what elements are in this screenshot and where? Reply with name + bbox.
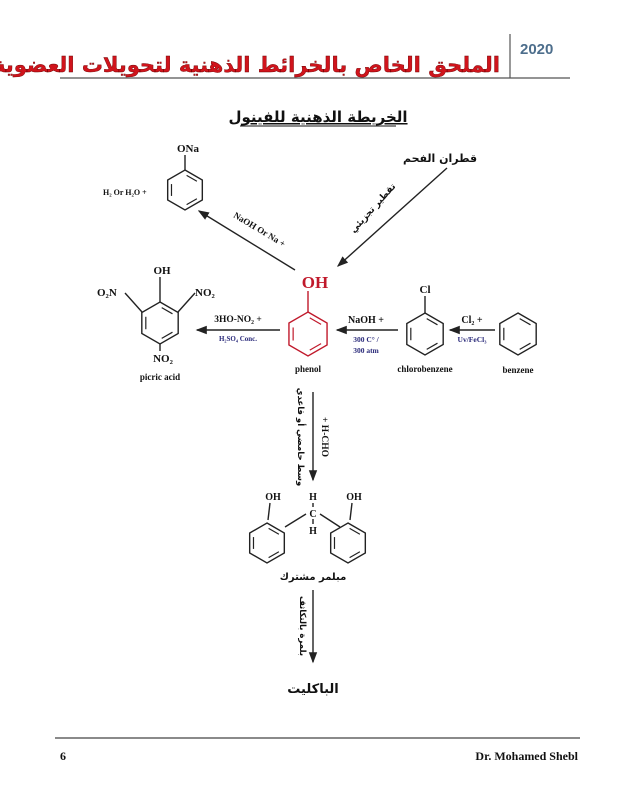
benzene-label: benzene bbox=[503, 365, 534, 375]
chlorine-reagent: Cl₂ + bbox=[461, 315, 482, 326]
phenoxide-ring-double-bond bbox=[186, 198, 198, 206]
chlorobenzene-label: chlorobenzene bbox=[397, 364, 452, 374]
c-ring-bond-right bbox=[319, 513, 341, 528]
condensation-label: بلمرة بالتكاثف bbox=[297, 596, 307, 656]
phenol-ring bbox=[288, 311, 328, 357]
copolymer-right-ring-double-bond bbox=[349, 527, 361, 535]
chlorobenzene-ring-double-bond bbox=[426, 342, 438, 350]
phenol-ring-double-bond bbox=[309, 317, 322, 325]
copolymer-right-ring-double-bond bbox=[349, 551, 361, 559]
picric-acid-label: picric acid bbox=[140, 372, 180, 382]
page-number: 6 bbox=[60, 749, 66, 763]
chloro-reagent: NaOH + bbox=[348, 315, 384, 326]
oh-bond-left bbox=[267, 502, 271, 521]
picric-ring-double-bond bbox=[161, 331, 173, 339]
phenol-oh-group: OH bbox=[302, 273, 328, 292]
chlorobenzene-ring bbox=[406, 312, 444, 356]
uv-catalyst: Uv/FeCl₃ bbox=[458, 335, 488, 344]
picric-oh: OH bbox=[153, 265, 171, 277]
chloro-group: Cl bbox=[420, 284, 431, 296]
pressure-condition: 300 atm bbox=[353, 346, 379, 355]
chlorobenzene-ring-double-bond bbox=[426, 318, 438, 326]
oh-bond-right bbox=[349, 502, 353, 521]
page-subtitle: الخريطة الذهنية للفينول bbox=[228, 108, 407, 126]
copolymer-left-ring-double-bond bbox=[268, 551, 280, 559]
benzene-ring bbox=[499, 312, 537, 356]
phenoxide-ring bbox=[166, 169, 204, 211]
phenol-ring-double-bond bbox=[309, 343, 322, 351]
picric-bottom-no2: NO₂ bbox=[153, 353, 174, 365]
side-product-label: H₂ Or H₂O + bbox=[103, 188, 147, 197]
sulfuric-catalyst: H₂SO₄ Conc. bbox=[219, 335, 257, 343]
year-label: 2020 bbox=[520, 41, 553, 58]
copolymer-carbon: C bbox=[309, 509, 316, 520]
medium-label: وسط حامضي أو قاعدي bbox=[295, 388, 307, 487]
copolymer-label: مبلمر مشترك bbox=[280, 572, 347, 583]
picric-right-bond bbox=[177, 292, 196, 313]
distillation-label: تقطير تجزيئي bbox=[349, 182, 398, 235]
document-title: الملحق الخاص بالخرائط الذهنية لتحويلات ا… bbox=[0, 53, 500, 77]
formaldehyde-reagent: + H-CHO bbox=[319, 417, 329, 457]
bakelite-label: الباكليت bbox=[287, 682, 338, 697]
ona-group: ONa bbox=[177, 143, 200, 155]
benzene-ring-double-bond bbox=[519, 342, 531, 350]
c-ring-bond-left bbox=[284, 513, 307, 528]
nitric-reagent: 3HO-NO₂ + bbox=[214, 315, 262, 325]
copolymer-h-bottom: H bbox=[309, 526, 317, 537]
copolymer-left-ring bbox=[248, 522, 286, 564]
phenol-label: phenol bbox=[295, 364, 322, 374]
picric-ring-double-bond bbox=[161, 307, 173, 315]
author-name: Dr. Mohamed Shebl bbox=[475, 749, 578, 763]
picric-right-no2: NO₂ bbox=[195, 287, 216, 299]
copolymer-oh-right: OH bbox=[346, 492, 362, 503]
arrow-coal-tar-to-phenol bbox=[336, 167, 448, 267]
picric-ring bbox=[141, 301, 179, 345]
phenoxide-ring-double-bond bbox=[186, 174, 198, 182]
arrow-phenol-to-phenoxide bbox=[197, 210, 296, 271]
picric-left-bond bbox=[124, 292, 143, 313]
copolymer-oh-left: OH bbox=[265, 492, 281, 503]
temperature-condition: 300 C° / bbox=[353, 335, 379, 344]
copolymer-h-top: H bbox=[309, 492, 317, 503]
phenoxide-reagent: NaOH Or Na + bbox=[232, 210, 287, 249]
copolymer-right-ring bbox=[329, 522, 367, 564]
coal-tar-label: قطران الفحم bbox=[403, 152, 477, 165]
copolymer-left-ring-double-bond bbox=[268, 527, 280, 535]
picric-left-no2: O₂N bbox=[97, 287, 117, 299]
benzene-ring-double-bond bbox=[519, 318, 531, 326]
